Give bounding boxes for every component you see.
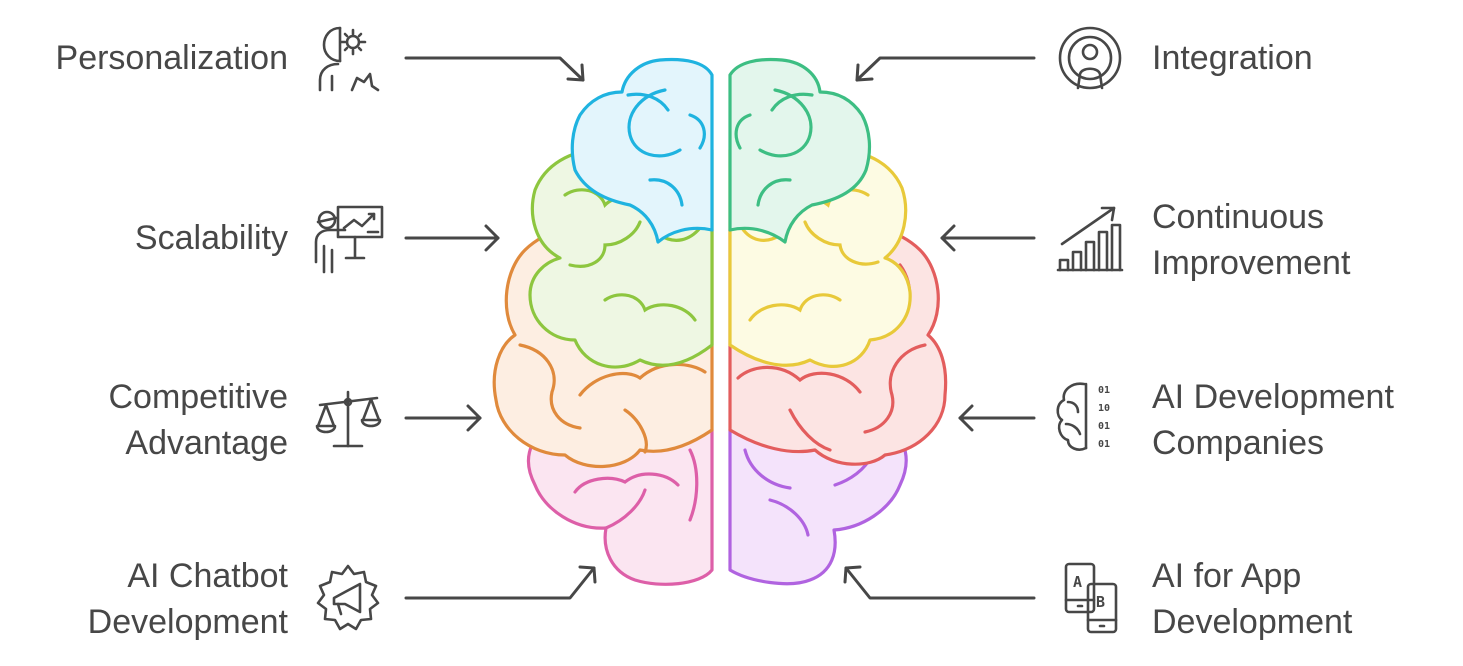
- label-continuous-improvement: Continuous Improvement: [1152, 198, 1351, 282]
- ab-letter-b: B: [1096, 593, 1105, 611]
- ab-test-phone-icon: A B: [1064, 562, 1118, 634]
- binary-row-3: 01: [1098, 421, 1110, 432]
- label-competitive-advantage: Competitive Advantage: [108, 378, 288, 462]
- balance-scale-icon: [315, 390, 382, 448]
- arrow-personalization: [404, 56, 585, 82]
- arrow-integration: [855, 56, 1036, 82]
- arrow-ai-for-app-development: [843, 565, 1036, 600]
- brain-binary-icon: 01 10 01 01: [1056, 382, 1110, 451]
- megaphone-gear-icon: [316, 564, 380, 631]
- label-ai-chatbot-development: AI Chatbot Development: [87, 557, 288, 641]
- arrow-continuous-improvement: [940, 224, 1036, 252]
- broadcast-user-icon: [1058, 26, 1122, 90]
- presenter-chart-icon: [314, 205, 384, 274]
- ab-letter-a: A: [1073, 573, 1082, 591]
- label-integration: Integration: [1152, 39, 1313, 77]
- brain-left-hemisphere: [492, 57, 714, 586]
- binary-row-4: 01: [1098, 439, 1110, 450]
- user-gear-icon: [318, 26, 380, 92]
- label-scalability: Scalability: [134, 219, 288, 257]
- arrow-ai-development-companies: [958, 404, 1036, 432]
- label-ai-for-app-development: AI for App Development: [1152, 557, 1353, 641]
- label-personalization: Personalization: [55, 39, 288, 77]
- arrow-competitive-advantage: [404, 404, 482, 432]
- brain-right-hemisphere: [728, 57, 948, 586]
- binary-row-2: 10: [1098, 403, 1110, 414]
- growth-chart-icon: [1056, 206, 1124, 272]
- arrow-scalability: [404, 224, 500, 252]
- label-ai-development-companies: AI Development Companies: [1152, 378, 1394, 462]
- binary-row-1: 01: [1098, 385, 1110, 396]
- arrow-ai-chatbot-development: [404, 565, 597, 600]
